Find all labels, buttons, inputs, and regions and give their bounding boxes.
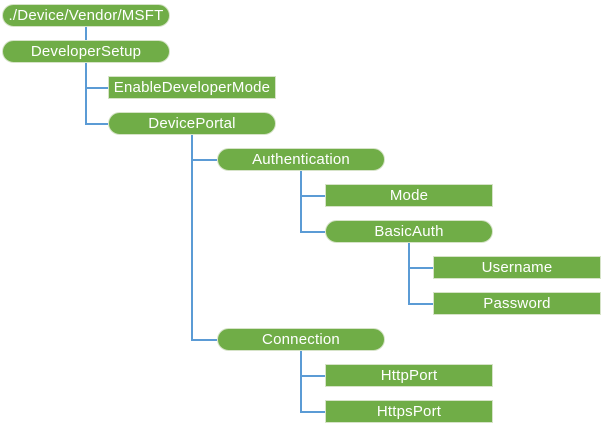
tree-node-httpsport: HttpsPort — [325, 400, 493, 423]
edge-connection-httpsport-horizontal — [300, 410, 325, 413]
edge-connection-httpsport-vertical — [300, 351, 302, 413]
tree-node-connection: Connection — [217, 328, 385, 351]
edge-deviceportal-connection-horizontal — [191, 338, 217, 341]
edge-authentication-mode-horizontal — [300, 194, 325, 197]
edge-deviceportal-connection-vertical — [191, 135, 193, 341]
tree-node-deviceportal: DevicePortal — [108, 112, 276, 135]
edge-developersetup-deviceportal-vertical — [85, 63, 87, 125]
tree-node-enabledevelopermode: EnableDeveloperMode — [108, 76, 276, 99]
edge-basicauth-password-horizontal — [408, 302, 433, 305]
edge-basicauth-password-vertical — [408, 243, 410, 305]
edge-root-developersetup-vertical — [85, 27, 87, 40]
tree-node-password: Password — [433, 292, 601, 315]
tree-node-mode: Mode — [325, 184, 493, 207]
edge-developersetup-enabledevelopermode-horizontal — [85, 86, 108, 89]
edge-basicauth-username-horizontal — [408, 266, 433, 269]
tree-node-developersetup: DeveloperSetup — [2, 40, 170, 63]
edge-authentication-basicauth-horizontal — [300, 230, 325, 233]
tree-node-authentication: Authentication — [217, 148, 385, 171]
edge-connection-httpport-horizontal — [300, 374, 325, 377]
edge-deviceportal-authentication-horizontal — [191, 158, 217, 161]
tree-node-root: ./Device/Vendor/MSFT — [2, 4, 170, 27]
edge-authentication-basicauth-vertical — [300, 171, 302, 233]
tree-node-httpport: HttpPort — [325, 364, 493, 387]
tree-node-username: Username — [433, 256, 601, 279]
tree-node-basicauth: BasicAuth — [325, 220, 493, 243]
edge-developersetup-deviceportal-horizontal — [85, 122, 108, 125]
